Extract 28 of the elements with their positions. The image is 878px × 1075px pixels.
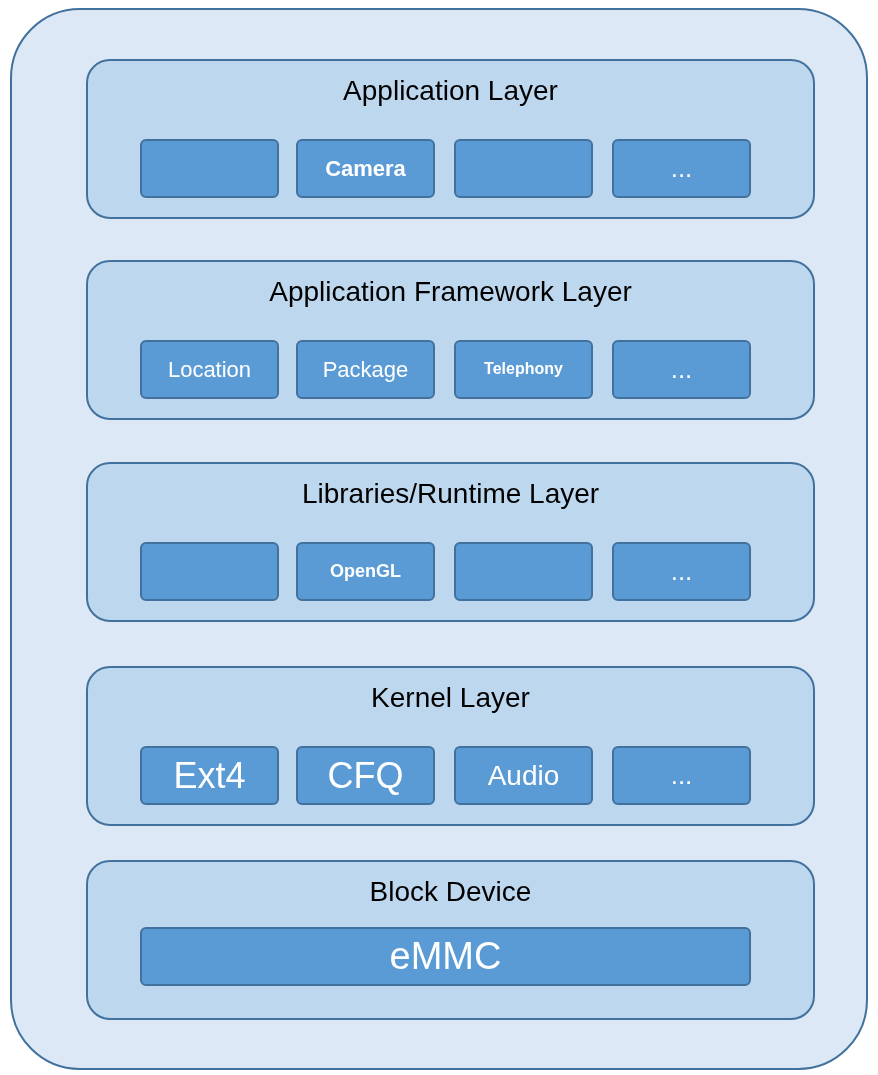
component-box: OpenGL [296,542,435,601]
component-box [454,542,593,601]
component-box: ... [612,542,751,601]
layer-title: Block Device [368,876,533,908]
component-box: ... [612,139,751,198]
layer-title: Application Layer [342,75,559,107]
component-box: eMMC [140,927,751,986]
component-box: Camera [296,139,435,198]
component-box: ... [612,746,751,805]
component-box: Telephony [454,340,593,399]
layer-panel [86,59,815,219]
component-box: CFQ [296,746,435,805]
layer-title: Libraries/Runtime Layer [300,478,601,510]
component-box [140,139,279,198]
device-outline-box [10,8,868,1070]
component-box: Package [296,340,435,399]
component-box: Location [140,340,279,399]
component-box: Ext4 [140,746,279,805]
component-box: ... [612,340,751,399]
layer-panel [86,860,815,1020]
component-box: Audio [454,746,593,805]
layer-title: Kernel Layer [370,682,531,714]
layer-panel [86,666,815,826]
layer-panel [86,462,815,622]
layer-title: Application Framework Layer [268,276,633,308]
layer-panel [86,260,815,420]
component-box [454,139,593,198]
component-box [140,542,279,601]
